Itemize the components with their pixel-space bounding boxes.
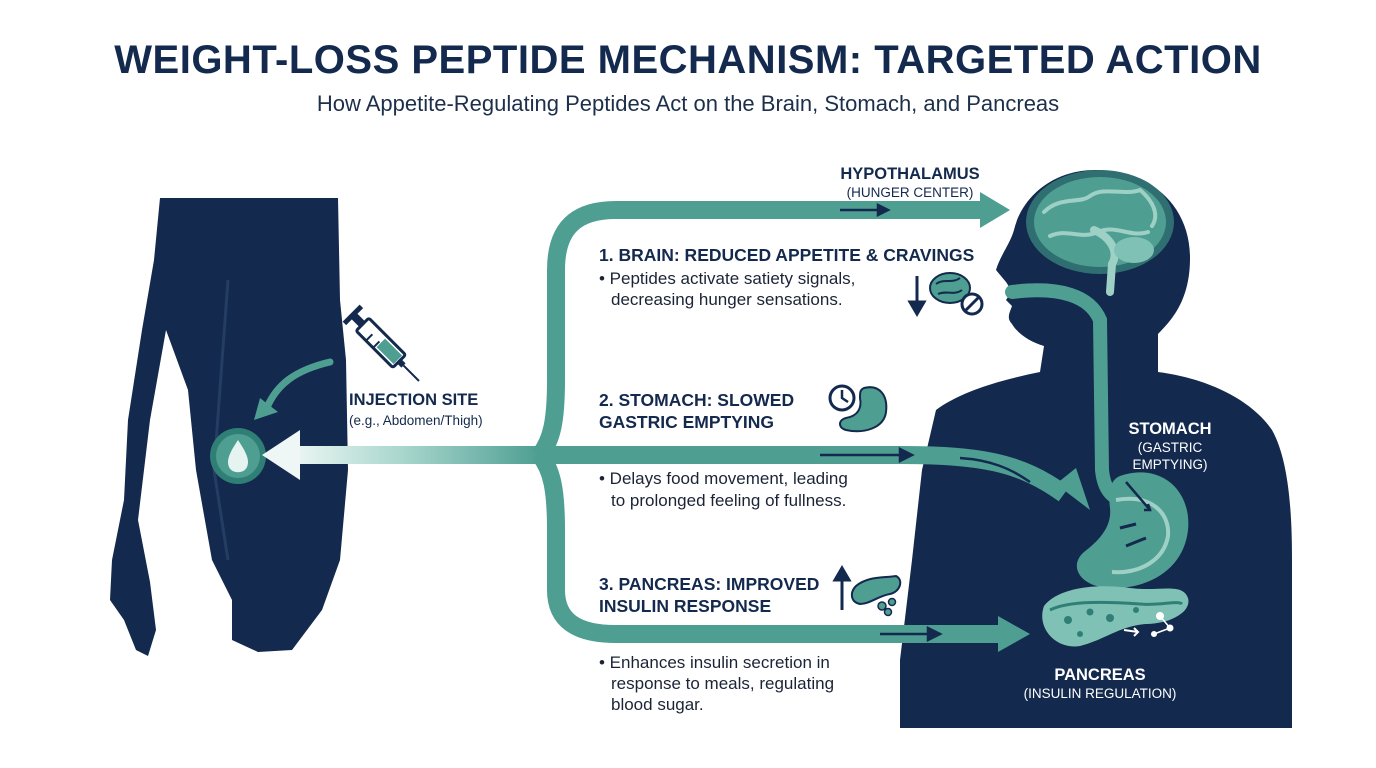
step-2-body-line1: • Delays food movement, leading [599,469,848,488]
stomach-organ [1076,472,1189,589]
pancreas-organ [1042,586,1189,647]
arrowhead-pancreas [998,616,1030,652]
stomach-sublabel-line1: (GASTRIC [1137,440,1203,455]
arrowhead-stomach [1056,468,1090,510]
syringe-icon [342,304,420,382]
step-3-heading-line2: INSULIN RESPONSE [599,596,772,616]
diagram-title: WEIGHT-LOSS PEPTIDE MECHANISM: TARGETED … [114,38,1262,82]
step-3-body-line2: response to meals, regulating [611,674,835,693]
pancreas-small-icon [850,574,902,606]
arrowhead-brain [980,192,1010,228]
step-1-heading: 1. BRAIN: REDUCED APPETITE & CRAVINGS [599,245,975,265]
stomach-small-icon [839,386,888,433]
stomach-sublabel-line2: EMPTYING) [1132,457,1208,472]
injection-site-sublabel: (e.g., Abdomen/Thigh) [349,413,483,428]
stomach-label: STOMACH [1128,420,1212,438]
pathway-to-brain [532,201,982,461]
step-3-heading-line1: 3. PANCREAS: IMPROVED [599,574,820,594]
granules-icon [877,597,897,617]
brain-small-icon [929,272,971,304]
pathway-arrowheads [980,192,1090,652]
pathway-accent-arrows [820,202,1031,643]
clock-icon [828,384,856,412]
hypothalamus-sublabel: (HUNGER CENTER) [846,185,974,200]
step-2-heading-line2: GASTRIC EMPTYING [599,412,775,432]
diagram-subtitle: How Appetite-Regulating Peptides Act on … [316,91,1060,116]
step-3-body-line3: blood sugar. [611,695,704,714]
left-body-silhouette [110,198,348,656]
injection-droplet-icon [210,428,266,484]
step-3-body-line1: • Enhances insulin secretion in [599,653,830,672]
injection-pointer-arrow [254,358,334,420]
down-arrow-icon [907,276,927,317]
pancreas-sublabel: (INSULIN REGULATION) [1023,686,1177,701]
brain-icon [1026,170,1174,296]
pathway-to-pancreas [532,449,1000,643]
hypothalamus-label: HYPOTHALAMUS [840,165,980,183]
step-1-body-line2: decreasing hunger sensations. [611,290,843,309]
step-2-body-line2: to prolonged feeling of fullness. [611,491,847,510]
injection-site-label: INJECTION SITE [349,391,479,409]
injection-flow-arrow [262,430,540,480]
up-arrow-icon [832,565,852,610]
step-1-body-line1: • Peptides activate satiety signals, [599,269,856,288]
pancreas-label: PANCREAS [1054,666,1146,684]
step-2-heading-line1: 2. STOMACH: SLOWED [599,390,795,410]
no-symbol-icon [960,292,984,316]
